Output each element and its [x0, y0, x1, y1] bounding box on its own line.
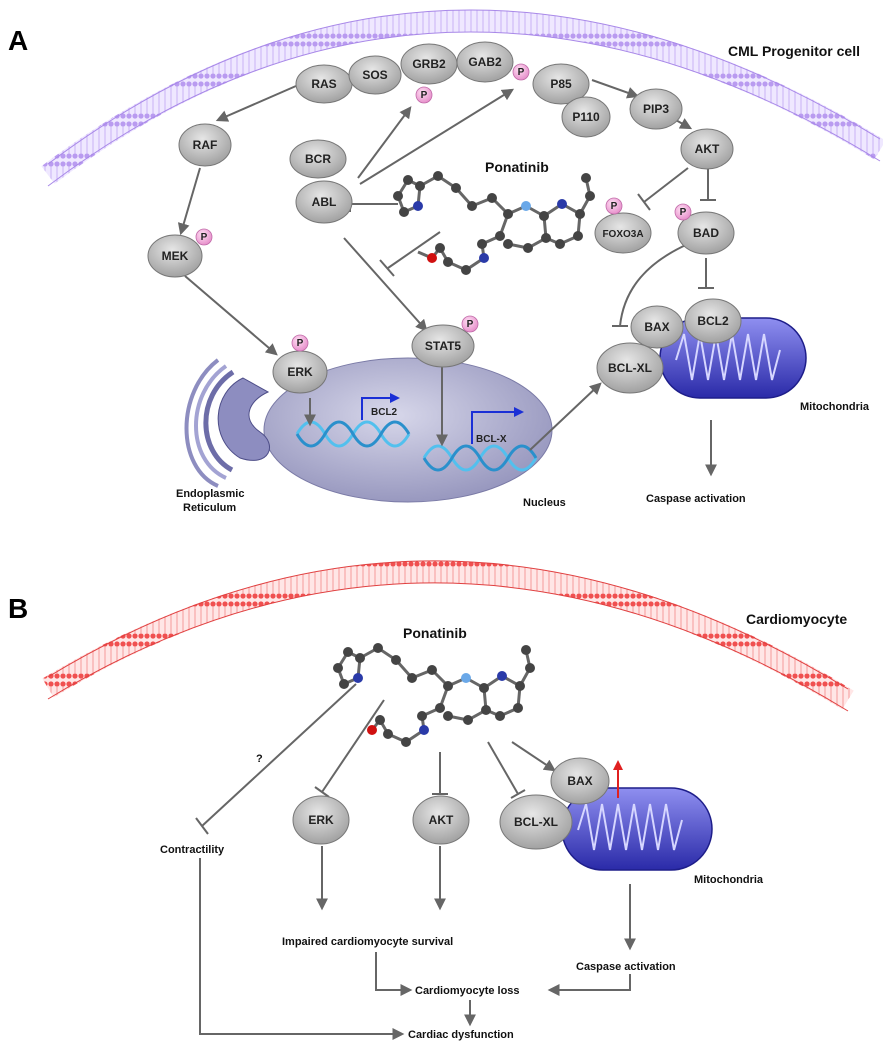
svg-text:RAS: RAS	[311, 77, 336, 91]
node-ras: RAS	[295, 64, 353, 104]
svg-text:BCL-XL: BCL-XL	[514, 815, 558, 829]
node-erk-a: ERK	[272, 350, 328, 394]
cardiomyocyte-loss-label: Cardiomyocyte loss	[415, 985, 520, 997]
svg-text:ERK: ERK	[308, 813, 334, 827]
node-bcr: BCR	[289, 139, 347, 179]
node-mek: MEK	[147, 234, 203, 278]
node-abl: ABL	[295, 180, 353, 224]
dna-helix-icon-bclx	[422, 444, 538, 472]
node-raf: RAF	[178, 123, 232, 167]
cell-membrane-b	[42, 561, 854, 710]
gene-bclx-label: BCL-X	[476, 434, 507, 445]
svg-text:MEK: MEK	[162, 249, 189, 263]
endoplasmic-reticulum-icon	[184, 358, 270, 488]
svg-text:P: P	[421, 90, 428, 101]
node-stat5: STAT5	[411, 324, 475, 368]
phosphate-icon-erk: P	[291, 334, 309, 352]
cardiac-dysfunction-label: Cardiac dysfunction	[408, 1029, 514, 1041]
svg-text:RAF: RAF	[193, 138, 218, 152]
node-pip3: PIP3	[629, 88, 683, 130]
cml-cell-label: CML Progenitor cell	[728, 43, 860, 59]
phosphate-icon-grb2: P	[415, 86, 433, 104]
node-bclxl-b: BCL-XL	[499, 794, 573, 850]
svg-text:BCL-XL: BCL-XL	[608, 361, 652, 375]
svg-text:P: P	[201, 232, 208, 243]
svg-text:BCR: BCR	[305, 152, 331, 166]
node-bcl2: BCL2	[684, 298, 742, 344]
svg-text:AKT: AKT	[695, 142, 720, 156]
svg-text:SOS: SOS	[362, 68, 387, 82]
node-foxo3a: FOXO3A	[594, 212, 652, 254]
node-erk-b: ERK	[292, 795, 350, 845]
gene-bcl2-label: BCL2	[371, 407, 398, 418]
node-bad: BAD	[677, 211, 735, 255]
svg-text:ERK: ERK	[287, 365, 313, 379]
svg-text:BAD: BAD	[693, 226, 719, 240]
svg-text:AKT: AKT	[429, 813, 454, 827]
node-akt-b: AKT	[412, 795, 470, 845]
svg-text:P: P	[611, 201, 618, 212]
cell-membrane-a	[41, 9, 883, 184]
svg-text:P: P	[297, 338, 304, 349]
panel-a-letter: A	[8, 25, 28, 56]
node-p85: P85	[532, 63, 590, 105]
promoter-arrow-bcl2	[361, 393, 400, 420]
phosphate-icon-stat5: P	[461, 315, 479, 333]
node-bclxl-a: BCL-XL	[596, 342, 664, 394]
cardiomyocyte-label: Cardiomyocyte	[746, 611, 847, 627]
ponatinib-label-b: Ponatinib	[403, 625, 467, 641]
node-sos: SOS	[348, 55, 402, 95]
svg-text:PIP3: PIP3	[643, 102, 669, 116]
svg-text:P: P	[680, 207, 687, 218]
promoter-arrow-bclx	[471, 407, 524, 444]
svg-text:BAX: BAX	[644, 320, 669, 334]
svg-text:STAT5: STAT5	[425, 339, 462, 353]
node-gab2: GAB2	[456, 41, 514, 83]
phosphate-icon-bad: P	[674, 203, 692, 221]
dna-helix-icon-bcl2	[295, 420, 411, 448]
svg-text:P110: P110	[572, 110, 600, 124]
contractility-label: Contractility	[160, 844, 225, 856]
panel-b-edges	[195, 683, 636, 1040]
er-label-1: Endoplasmic	[176, 488, 244, 500]
phosphate-icon-mek: P	[195, 228, 213, 246]
svg-text:P85: P85	[550, 77, 572, 91]
ponatinib-molecule-icon-a	[393, 171, 595, 275]
node-bax-b: BAX	[550, 757, 610, 805]
mitochondria-label-b: Mitochondria	[694, 874, 764, 886]
caspase-label-a: Caspase activation	[646, 493, 746, 505]
node-grb2: GRB2	[400, 43, 458, 85]
caspase-label-b: Caspase activation	[576, 961, 676, 973]
panel-a: A CML Progenitor cell Nucleus Endoplasmi…	[8, 9, 883, 514]
svg-text:ABL: ABL	[312, 195, 337, 209]
svg-text:BAX: BAX	[567, 774, 592, 788]
node-akt: AKT	[680, 128, 734, 170]
svg-text:GRB2: GRB2	[412, 57, 446, 71]
question-mark: ?	[256, 753, 263, 765]
phosphate-icon-foxo3a: P	[605, 197, 623, 215]
node-p110: P110	[561, 96, 611, 138]
ponatinib-label-a: Ponatinib	[485, 159, 549, 175]
nucleus-label: Nucleus	[523, 497, 566, 509]
svg-text:GAB2: GAB2	[468, 55, 502, 69]
ponatinib-molecule-icon-b	[333, 643, 535, 747]
svg-text:P: P	[518, 67, 525, 78]
phosphate-icon-gab2: P	[512, 63, 530, 81]
panel-a-edges	[177, 79, 717, 477]
mitochondria-label-a: Mitochondria	[800, 401, 870, 413]
svg-text:FOXO3A: FOXO3A	[602, 229, 643, 240]
svg-text:P: P	[467, 319, 474, 330]
node-bax: BAX	[630, 305, 684, 349]
panel-b-letter: B	[8, 593, 28, 624]
panel-b: B Cardiomyocyte Ponatinib Mitochondria	[8, 560, 854, 1041]
impaired-survival-label: Impaired cardiomyocyte survival	[282, 936, 453, 948]
svg-text:BCL2: BCL2	[697, 314, 729, 328]
er-label-2: Reticulum	[183, 502, 236, 514]
